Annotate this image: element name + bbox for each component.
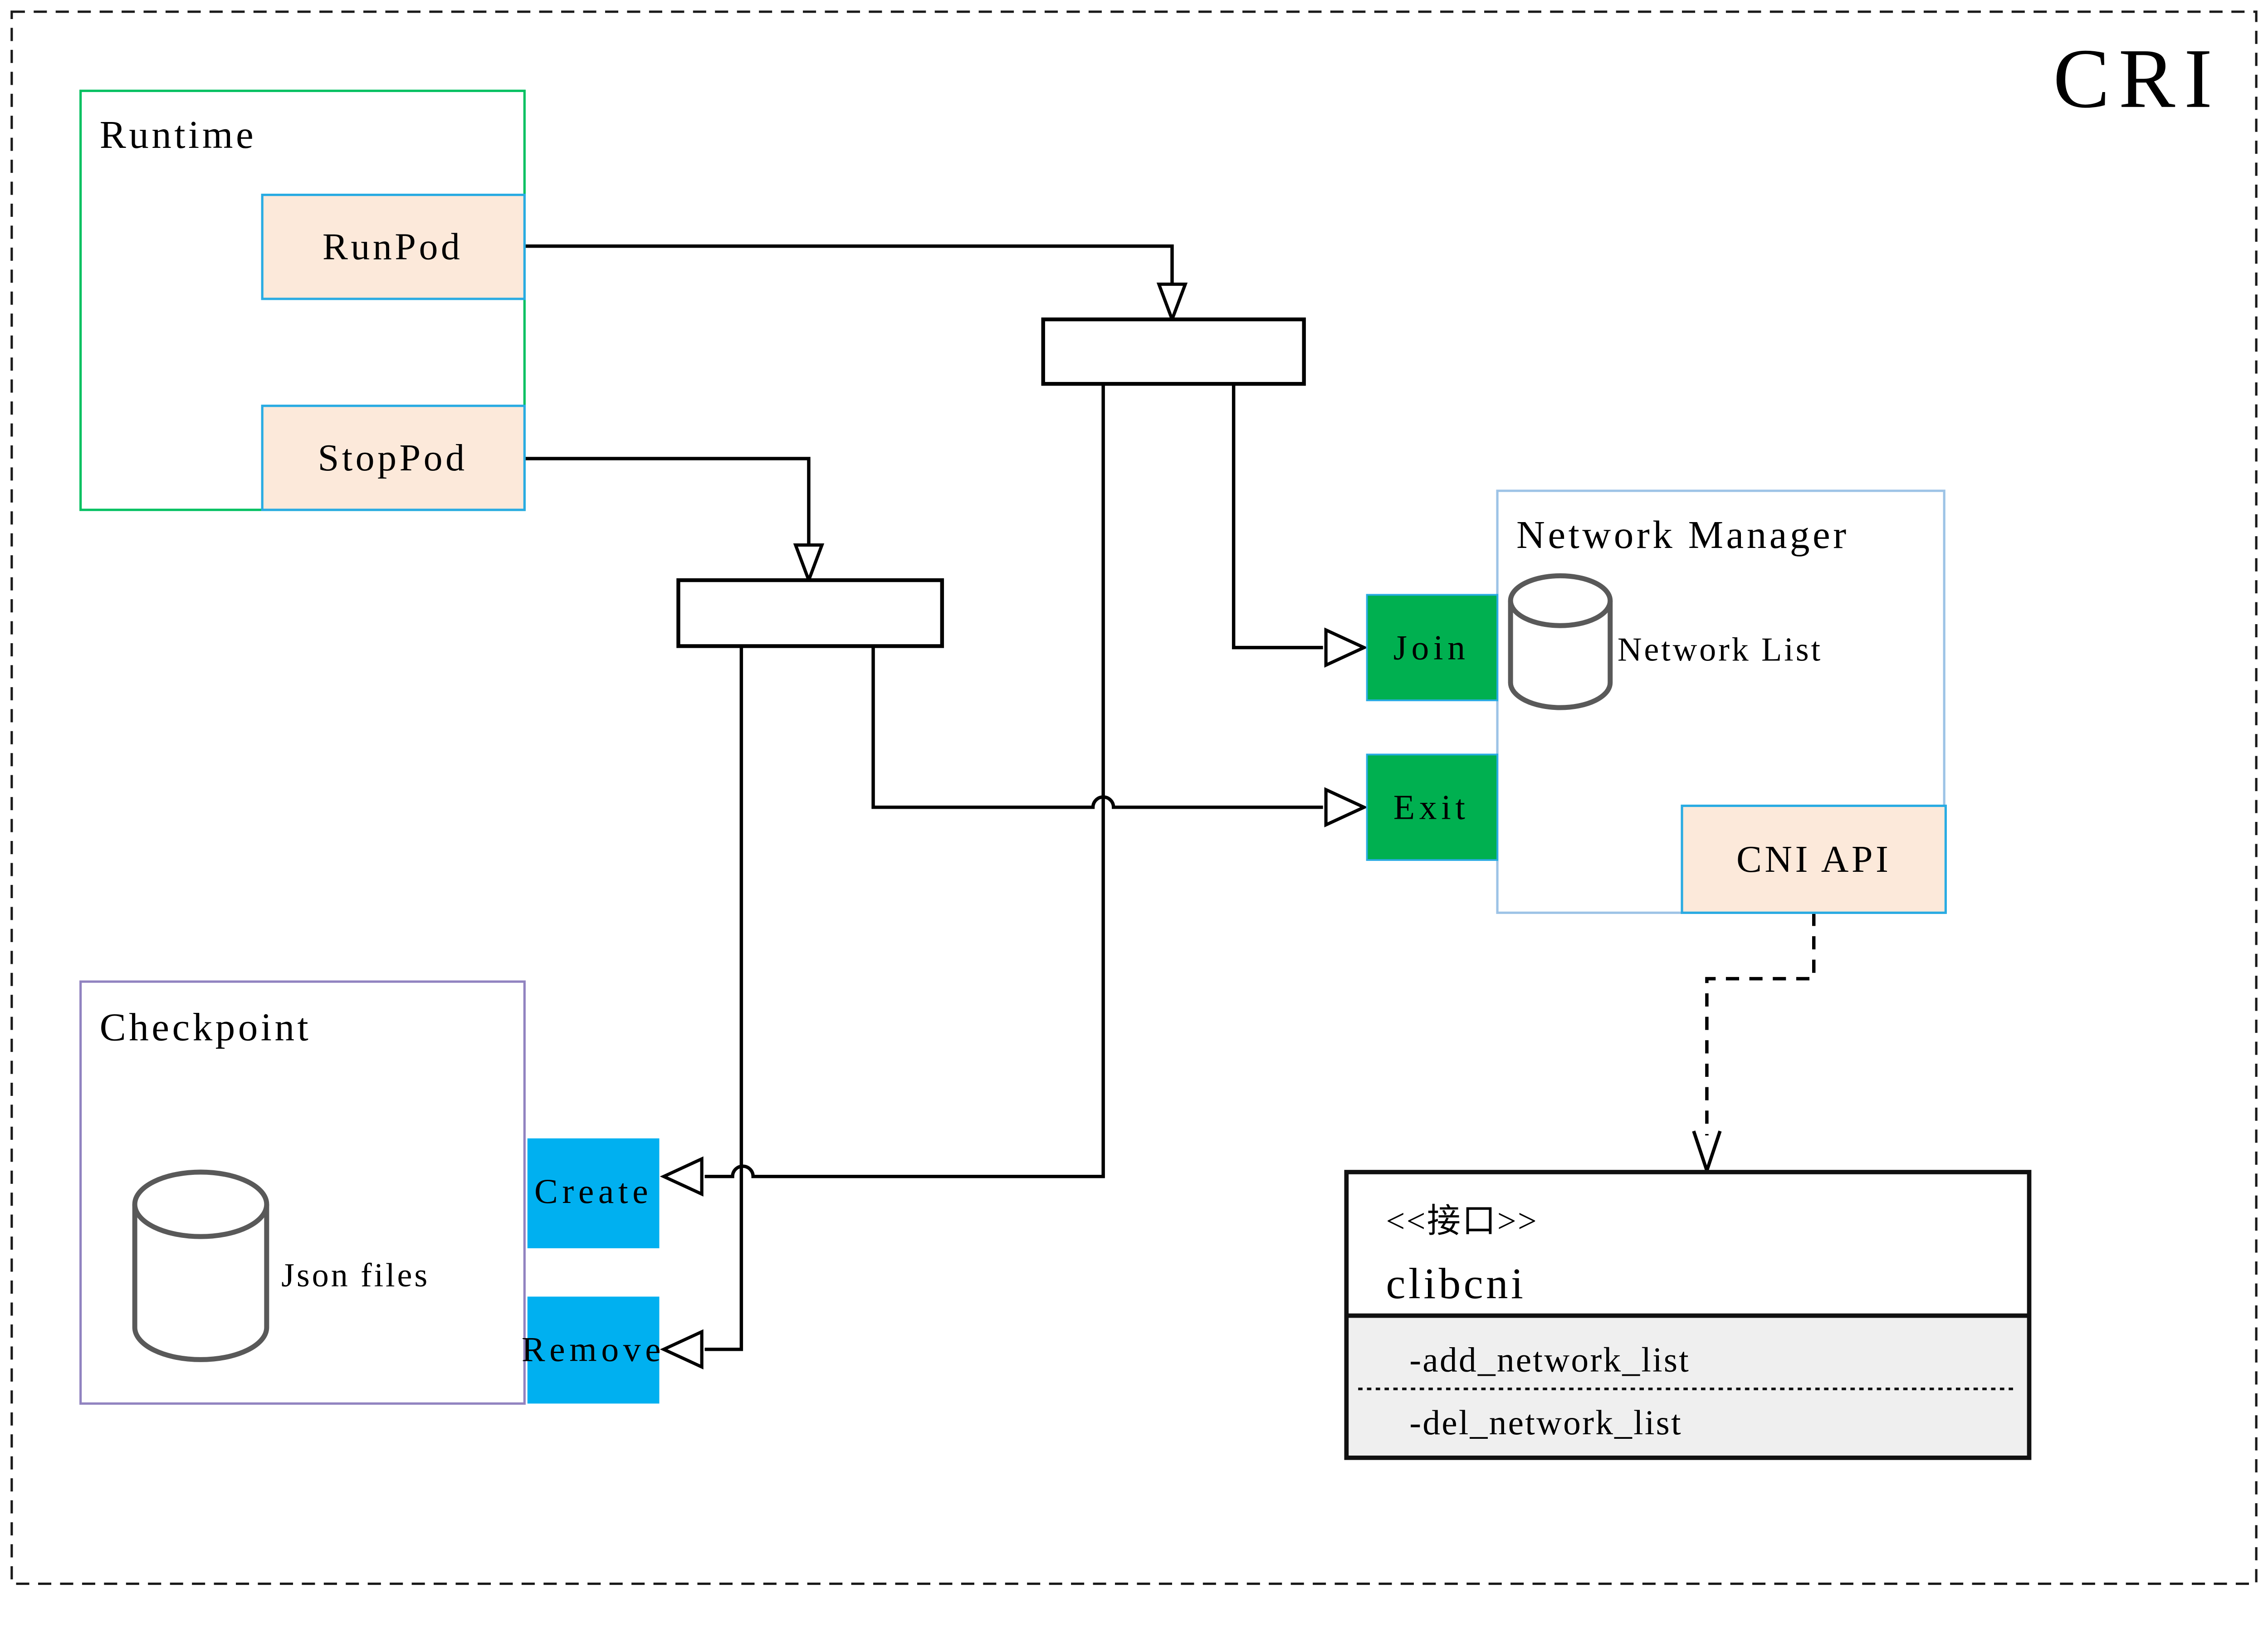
diagram-canvas: CRI Runtime RunPod StopPod Network Manag… (10, 10, 2258, 1585)
open-v-arrowhead-down-icon (1692, 1130, 1722, 1171)
network-list-label: Network List (1618, 631, 1823, 669)
clibcni-method-del: -del_network_list (1409, 1403, 1682, 1442)
cni-api-box (1681, 804, 1947, 914)
join-connector-line (1232, 384, 1323, 650)
clibcni-stereotype: <<接口>> (1386, 1202, 1538, 1240)
checkpoint-label: Checkpoint (100, 1005, 312, 1049)
clibcni-method-add: -add_network_list (1409, 1340, 1690, 1379)
cni-clibcni-dashed-line (1705, 913, 1816, 1136)
open-arrowhead-down-icon (1156, 283, 1188, 324)
remove-box (527, 1296, 660, 1404)
open-arrowhead-left-icon (660, 1329, 704, 1370)
open-arrowhead-down-icon (793, 543, 825, 585)
open-arrowhead-right-icon (1324, 627, 1368, 668)
clibcni-methods-section (1346, 1315, 2029, 1458)
join-label: Join (1393, 628, 1470, 667)
exit-connector-line (871, 646, 1323, 809)
create-connector-line (704, 384, 1105, 1178)
create-label: Create (534, 1172, 652, 1211)
network-manager-label: Network Manager (1516, 513, 1849, 557)
cni-api-label: CNI API (1736, 838, 1891, 880)
stoppod-box (261, 405, 526, 511)
exit-box (1366, 753, 1498, 861)
cri-architecture-diagram: CRI Runtime RunPod StopPod Network Manag… (10, 10, 2258, 1585)
exit-label: Exit (1393, 788, 1470, 827)
join-box (1366, 594, 1498, 701)
remove-label: Remove (522, 1330, 665, 1369)
runtime-label: Runtime (100, 112, 257, 156)
open-arrowhead-right-icon (1324, 787, 1368, 828)
database-cylinder-icon (132, 1169, 269, 1362)
stoppod-connector-line (524, 457, 811, 545)
clibcni-interface-class: <<接口>> clibcni -add_network_list -del_ne… (1344, 1170, 2032, 1460)
open-arrowhead-left-icon (660, 1156, 704, 1197)
runpod-junction-box (1041, 317, 1306, 386)
clibcni-border (1344, 1170, 2032, 1460)
stoppod-label: StopPod (318, 437, 468, 479)
runpod-label: RunPod (323, 226, 463, 268)
json-files-label: Json files (281, 1257, 430, 1294)
outer-dashed-border (10, 10, 2258, 1585)
create-box (527, 1138, 660, 1248)
runpod-box (261, 194, 526, 300)
runpod-connector-line (524, 244, 1174, 284)
clibcni-name: clibcni (1386, 1259, 1526, 1308)
database-cylinder-icon (1508, 573, 1613, 710)
stoppod-junction-box (676, 578, 944, 648)
diagram-title: CRI (2053, 31, 2221, 126)
remove-connector-line (704, 646, 743, 1351)
